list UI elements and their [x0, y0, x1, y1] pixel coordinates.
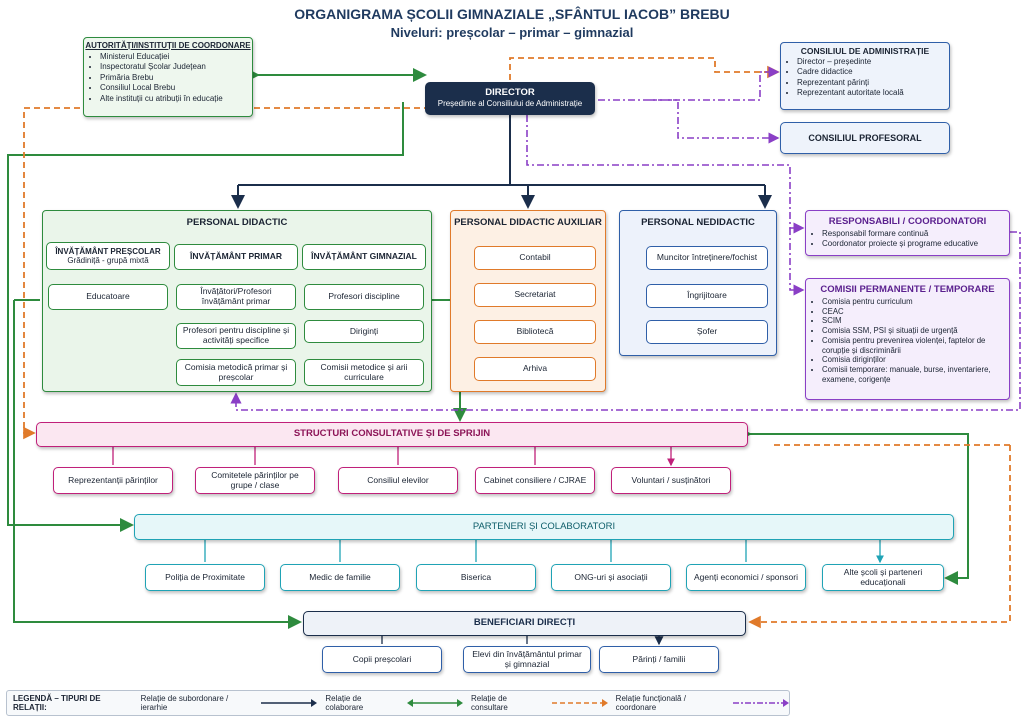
- authority-item: Inspectoratul Școlar Județean: [100, 62, 252, 72]
- invatatori-box[interactable]: Învățători/Profesori învățământ primar: [176, 284, 296, 310]
- legend-title: LEGENDĂ – TIPURI DE RELAȚII:: [13, 694, 101, 712]
- arhiva-box[interactable]: Arhiva: [474, 357, 596, 381]
- legend-consultation-label: Relație de consultare: [470, 694, 508, 712]
- agenti-economici-box[interactable]: Agenți economici / sponsori: [686, 564, 806, 591]
- legend-collaboration: Relație de colaborare: [325, 694, 463, 712]
- authority-item: Alte instituții cu atribuții în educație: [100, 94, 252, 104]
- diriginti-box[interactable]: Diriginți: [304, 320, 424, 343]
- legend-subordination: Relație de subordonare / ierarhie: [141, 694, 318, 712]
- responsabili-list: Responsabil formare continuă Coordonator…: [806, 229, 1009, 250]
- admin-council-title: CONSILIUL DE ADMINISTRAȚIE: [800, 46, 930, 56]
- director-title: DIRECTOR: [485, 87, 535, 98]
- dashdot-arrow-purple-icon: [732, 699, 789, 707]
- commission-item: Comisii temporare: manuale, burse, inven…: [822, 365, 1009, 384]
- politia-box[interactable]: Poliția de Proximitate: [145, 564, 265, 591]
- legend-functional: Relație funcțională / coordonare: [616, 694, 789, 712]
- authority-item: Primăria Brebu: [100, 73, 252, 83]
- contabil-box[interactable]: Contabil: [474, 246, 596, 270]
- alte-scoli-box[interactable]: Alte școli și parteneri educaționali: [822, 564, 944, 591]
- beneficiaries-bar[interactable]: BENEFICIARI DIRECȚI: [303, 611, 746, 636]
- page-subtitle: Niveluri: preșcolar – primar – gimnazial: [390, 25, 634, 40]
- double-arrow-green-icon: [406, 699, 463, 707]
- page-title: ORGANIGRAMA ȘCOLII GIMNAZIALE „SFÂNTUL I…: [294, 6, 730, 22]
- sofer-box[interactable]: Șofer: [646, 320, 768, 344]
- secretariat-box[interactable]: Secretariat: [474, 283, 596, 307]
- admin-council-item: Reprezentant părinți: [797, 78, 949, 88]
- admin-council-panel: CONSILIUL DE ADMINISTRAȚIE Director – pr…: [780, 42, 950, 110]
- teachers-council-box[interactable]: CONSILIUL PROFESORAL: [780, 122, 950, 154]
- legend-consultation: Relație de consultare: [471, 694, 608, 712]
- responsabili-title: RESPONSABILI / COORDONATORI: [828, 216, 987, 227]
- consultative-bar[interactable]: STRUCTURI CONSULTATIVE ȘI DE SPRIJIN: [36, 422, 748, 447]
- responsabil-item: Coordonator proiecte și programe educati…: [822, 239, 1009, 249]
- legend-functional-label: Relație funcțională / coordonare: [615, 694, 686, 712]
- authorities-panel: AUTORITĂȚI/INSTITUȚII DE COORDONARE Mini…: [83, 37, 253, 117]
- prescolar-title: ÎNVĂȚĂMÂNT PREȘCOLAR: [55, 246, 161, 256]
- authority-item: Consiliul Local Brebu: [100, 83, 252, 93]
- legend-subordination-label: Relație de subordonare / ierarhie: [140, 694, 229, 712]
- medic-box[interactable]: Medic de familie: [280, 564, 400, 591]
- legend: LEGENDĂ – TIPURI DE RELAȚII: Relație de …: [6, 690, 790, 716]
- comisii-metodice-box[interactable]: Comisii metodice și arii curriculare: [304, 359, 424, 386]
- profesori-discipline-box[interactable]: Profesori discipline: [304, 284, 424, 310]
- biserica-box[interactable]: Biserica: [416, 564, 536, 591]
- commission-item: Comisia pentru curriculum: [822, 297, 1009, 307]
- voluntari-box[interactable]: Voluntari / susținători: [611, 467, 731, 494]
- muncitor-box[interactable]: Muncitor întreținere/fochist: [646, 246, 768, 270]
- nondidactic-title: PERSONAL NEDIDACTIC: [641, 217, 755, 228]
- gimnazial-box[interactable]: ÎNVĂȚĂMÂNT GIMNAZIAL: [302, 244, 426, 270]
- admin-council-list: Director – președinte Cadre didactice Re…: [781, 57, 949, 99]
- auxiliary-title: PERSONAL DIDACTIC AUXILIAR: [454, 217, 602, 228]
- legend-collaboration-label: Relație de colaborare: [325, 694, 364, 712]
- comisia-primar-box[interactable]: Comisia metodică primar și preșcolar: [176, 359, 296, 386]
- partners-bar[interactable]: PARTENERI ȘI COLABORATORI: [134, 514, 954, 540]
- copii-prescolari-box[interactable]: Copii preșcolari: [322, 646, 442, 673]
- responsabili-panel: RESPONSABILI / COORDONATORI Responsabil …: [805, 210, 1010, 256]
- consiliul-elevilor-box[interactable]: Consiliul elevilor: [338, 467, 458, 494]
- commissions-list: Comisia pentru curriculum CEAC SCIM Comi…: [806, 297, 1009, 385]
- commission-item: SCIM: [822, 316, 1009, 326]
- authorities-title: AUTORITĂȚI/INSTITUȚII DE COORDONARE: [85, 41, 251, 50]
- reprezentanti-parinti-box[interactable]: Reprezentanții părinților: [53, 467, 173, 494]
- admin-council-item: Reprezentant autoritate locală: [797, 88, 949, 98]
- prescolar-box[interactable]: ÎNVĂȚĂMÂNT PREȘCOLAR Grădiniță - grupă m…: [46, 242, 170, 270]
- director-subtitle: Președinte al Consiliului de Administraț…: [437, 99, 583, 108]
- cabinet-consiliere-box[interactable]: Cabinet consiliere / CJRAE: [475, 467, 595, 494]
- authorities-list: Ministerul Educației Inspectoratul Școla…: [84, 52, 252, 104]
- commission-item: Comisia pentru prevenirea violenței, fap…: [822, 336, 1009, 355]
- ong-box[interactable]: ONG-uri și asociații: [551, 564, 671, 591]
- prescolar-sub: Grădiniță - grupă mixtă: [67, 256, 149, 265]
- profesori-specifice-box[interactable]: Profesori pentru discipline și activităț…: [176, 323, 296, 349]
- arrow-navy-icon: [261, 699, 318, 707]
- commissions-title: COMISII PERMANENTE / TEMPORARE: [820, 284, 995, 295]
- admin-council-item: Director – președinte: [797, 57, 949, 67]
- elevi-box[interactable]: Elevi din învățământul primar și gimnazi…: [463, 646, 591, 673]
- commissions-panel: COMISII PERMANENTE / TEMPORARE Comisia p…: [805, 278, 1010, 400]
- didactic-title: PERSONAL DIDACTIC: [186, 217, 288, 228]
- comitete-parinti-box[interactable]: Comitetele părinților pe grupe / clase: [195, 467, 315, 494]
- commission-item: Comisia SSM, PSI și situații de urgență: [822, 326, 1009, 336]
- primar-box[interactable]: ÎNVĂȚĂMÂNT PRIMAR: [174, 244, 298, 270]
- parinti-familii-box[interactable]: Părinți / familii: [599, 646, 719, 673]
- authority-item: Ministerul Educației: [100, 52, 252, 62]
- director-box[interactable]: DIRECTOR Președinte al Consiliului de Ad…: [425, 82, 595, 115]
- commission-item: Comisia diriginților: [822, 355, 1009, 365]
- admin-council-item: Cadre didactice: [797, 67, 949, 77]
- educatoare-box[interactable]: Educatoare: [48, 284, 168, 310]
- ingrijitoare-box[interactable]: Îngrijitoare: [646, 284, 768, 308]
- commission-item: CEAC: [822, 307, 1009, 317]
- responsabil-item: Responsabil formare continuă: [822, 229, 1009, 239]
- dashed-arrow-orange-icon: [551, 699, 608, 707]
- biblioteca-box[interactable]: Bibliotecă: [474, 320, 596, 344]
